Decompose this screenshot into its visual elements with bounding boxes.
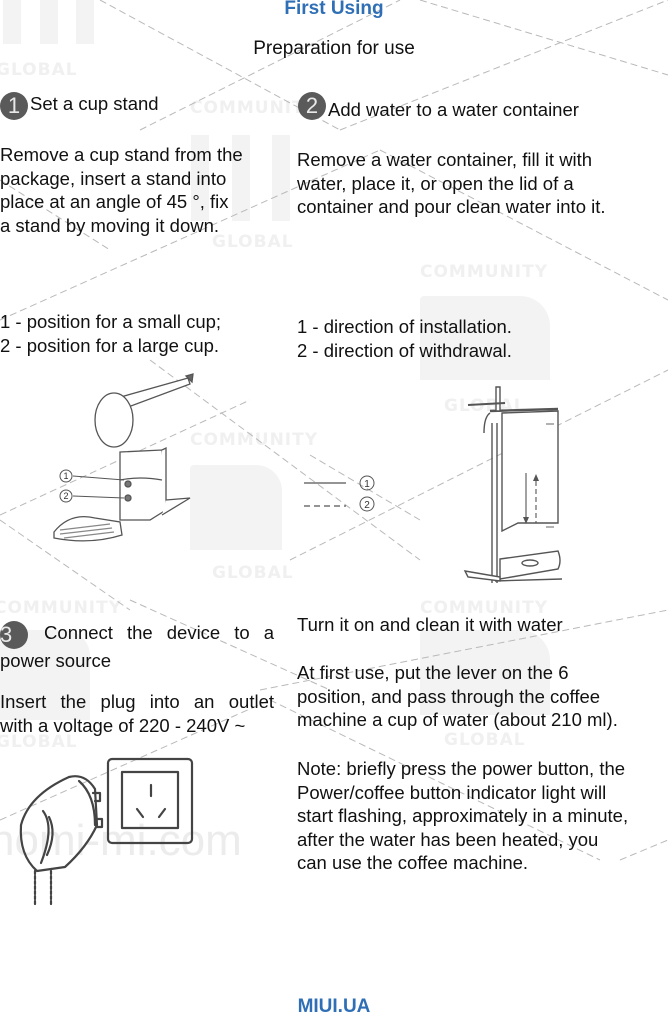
note-line: start flashing, approximately in a minut…: [297, 805, 629, 826]
step-number-badge: 1: [0, 92, 28, 120]
legend-line: 1 - position for a small cup;: [0, 311, 222, 332]
watermark-logo-bar: [191, 135, 209, 221]
legend-line: 1 - direction of installation.: [297, 316, 512, 337]
footer-brand: MIUI.UA: [297, 996, 371, 1017]
note-line: Note: briefly press the power button, th…: [297, 758, 626, 779]
cup-stand-illustration: 1 2: [53, 373, 194, 542]
step-number-badge: 2: [298, 92, 326, 120]
watermark-global: GLOBAL: [212, 232, 294, 252]
callout-2: 2: [63, 491, 68, 501]
step-3-heading: 3 Connect the device to a power source: [0, 621, 274, 673]
callout-2: 2: [364, 500, 370, 511]
note-line: after the water has been heated, you: [297, 828, 599, 850]
watermark-logo-bar: [272, 135, 290, 221]
page-subtitle: Preparation for use: [253, 38, 415, 59]
step-1-body: Remove a cup stand from the package, ins…: [0, 143, 285, 237]
step-4-paragraph: At first use, put the lever on the 6 pos…: [297, 661, 668, 732]
step-2-legend: 1 - direction of installation. 2 - direc…: [297, 315, 667, 362]
body-line: At first use, put the lever on the 6: [297, 662, 569, 683]
watermark-community: COMMUNITY: [420, 262, 549, 282]
body-line: Remove a water container, fill it with: [297, 149, 593, 170]
step-3-body: Insert the plug into an outlet with a vo…: [0, 690, 274, 737]
step-1-legend: 1 - position for a small cup; 2 - positi…: [0, 310, 285, 357]
watermark-logo-bar: [232, 135, 250, 221]
watermark-community: COMMUNITY: [420, 598, 549, 618]
step-2-body: Remove a water container, fill it with w…: [297, 148, 667, 219]
heading-line-text: Connect the device to a: [44, 622, 274, 643]
watermark-logo-bar: [190, 465, 282, 550]
watermark-global: GLOBAL: [212, 563, 294, 583]
step-4-note: Note: briefly press the power button, th…: [297, 757, 668, 875]
body-line: water, place it, or open the lid of a: [297, 172, 574, 194]
watermark-logo-bar: [40, 0, 58, 44]
callout-1: 1: [364, 479, 370, 490]
watermark-community: COMMUNITY: [0, 598, 123, 618]
watermark-logo-bar: [420, 630, 550, 715]
note-line: can use the coffee machine.: [297, 852, 529, 873]
legend-line: 2 - position for a large cup.: [0, 334, 220, 356]
watermark-community: COMMUNITY: [190, 98, 319, 118]
step-number-badge: 3: [0, 621, 28, 649]
body-line: Remove a cup stand from the: [0, 144, 243, 165]
body-line: Insert the plug into an outlet: [0, 691, 274, 712]
watermark-logo-bar: [420, 296, 550, 380]
page-title: First Using: [284, 0, 384, 19]
watermark-community: COMMUNITY: [190, 430, 319, 450]
note-line: Power/coffee button indicator light will: [297, 781, 607, 803]
step-4-heading: Turn it on and clean it with water: [297, 614, 563, 635]
callout-1: 1: [63, 471, 68, 481]
watermark-logo-bar: [3, 0, 21, 44]
body-line: a stand by moving it down.: [0, 214, 220, 236]
step-2-heading-text: Add water to a water container: [328, 99, 579, 120]
water-container-illustration: 1 2: [304, 386, 563, 583]
body-line: position, and pass through the coffee: [297, 685, 601, 707]
step-1-heading-text: Set a cup stand: [30, 93, 159, 114]
watermark-logo-bar: [76, 0, 94, 44]
watermark-global: GLOBAL: [444, 730, 526, 750]
body-line: place at an angle of 45 °, fix: [0, 191, 229, 212]
body-line: package, insert a stand into: [0, 167, 227, 189]
plug-outlet-illustration: [19, 757, 194, 907]
watermark-global: GLOBAL: [0, 60, 78, 80]
body-line: container and pour clean water into it.: [297, 196, 606, 217]
heading-line: power source: [0, 650, 112, 671]
body-line: with a voltage of 220 - 240V ~: [0, 714, 246, 736]
watermark-site: nomi-mi.com: [0, 816, 242, 865]
body-line: machine a cup of water (about 210 ml).: [297, 709, 618, 730]
watermark-global: GLOBAL: [0, 732, 78, 752]
heading-line: 3 Connect the device to a: [0, 621, 274, 649]
legend-line: 2 - direction of withdrawal.: [297, 339, 512, 361]
